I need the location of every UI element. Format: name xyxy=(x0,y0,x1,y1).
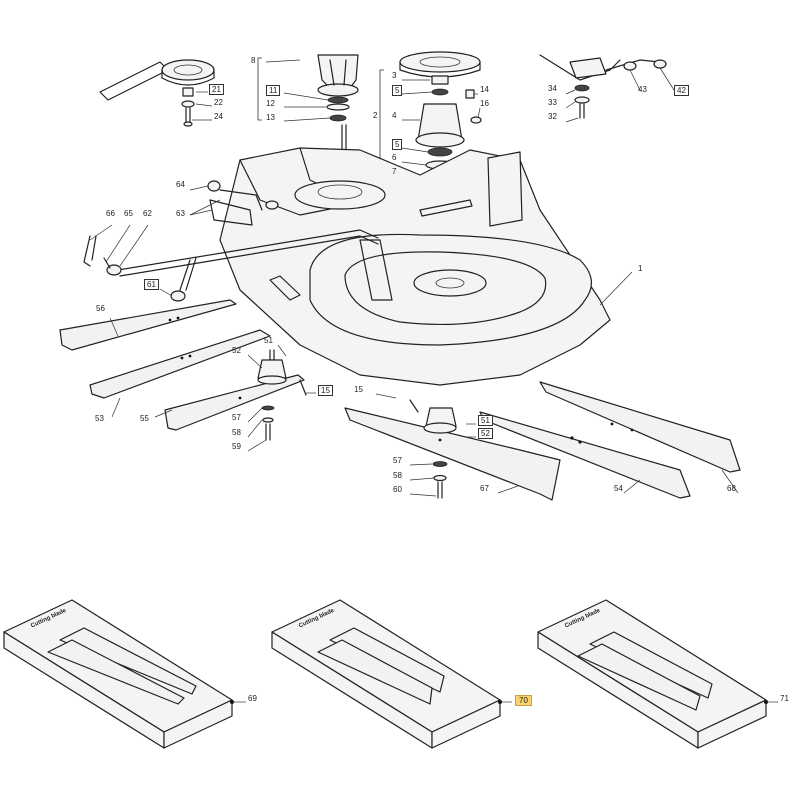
callout-5: 5 xyxy=(392,85,403,96)
callout-69: 69 xyxy=(248,694,257,703)
callout-53: 53 xyxy=(95,414,104,423)
callout-7: 7 xyxy=(392,167,397,176)
callout-61: 61 xyxy=(144,279,159,290)
callout-65: 65 xyxy=(124,209,133,218)
right-blades xyxy=(344,381,741,501)
right-idler xyxy=(539,54,675,123)
blade-kit-70 xyxy=(271,599,512,749)
callout-16: 16 xyxy=(480,99,489,108)
right-blade-hub xyxy=(409,399,476,499)
callout-56: 56 xyxy=(96,304,105,313)
callout-13: 13 xyxy=(266,113,275,122)
callout-58: 58 xyxy=(393,471,402,480)
mower-deck xyxy=(219,147,633,386)
blade-kit-71 xyxy=(537,599,778,749)
callout-58: 58 xyxy=(232,428,241,437)
callout-70: 70 xyxy=(515,695,532,706)
callout-66: 66 xyxy=(106,209,115,218)
callout-33: 33 xyxy=(548,98,557,107)
callout-51: 51 xyxy=(478,415,493,426)
callout-8: 8 xyxy=(251,56,256,65)
lift-linkage xyxy=(83,180,379,302)
callout-12: 12 xyxy=(266,99,275,108)
callout-43: 43 xyxy=(638,85,647,94)
callout-64: 64 xyxy=(176,180,185,189)
callout-22: 22 xyxy=(214,98,223,107)
callout-57: 57 xyxy=(232,413,241,422)
callout-11: 11 xyxy=(266,85,281,96)
callout-60: 60 xyxy=(393,485,402,494)
callout-3: 3 xyxy=(392,71,397,80)
callout-67: 67 xyxy=(480,484,489,493)
left-blade-hub xyxy=(247,344,316,452)
blade-kit-69 xyxy=(3,599,246,749)
callout-51: 51 xyxy=(264,336,273,345)
left-spindle xyxy=(283,54,359,151)
callout-32: 32 xyxy=(548,112,557,121)
callout-62: 62 xyxy=(143,209,152,218)
center-spindle xyxy=(399,51,482,193)
callout-59: 59 xyxy=(232,442,241,451)
callout-71: 71 xyxy=(780,694,789,703)
bracket-8 xyxy=(257,57,301,121)
callout-1: 1 xyxy=(638,264,643,273)
callout-5: 5 xyxy=(392,139,403,150)
callout-34: 34 xyxy=(548,84,557,93)
callout-68: 68 xyxy=(727,484,736,493)
callout-42: 42 xyxy=(674,85,689,96)
callout-6: 6 xyxy=(392,153,397,162)
callout-24: 24 xyxy=(214,112,223,121)
callout-52: 52 xyxy=(232,346,241,355)
callout-54: 54 xyxy=(614,484,623,493)
callout-4: 4 xyxy=(392,111,397,120)
callout-55: 55 xyxy=(140,414,149,423)
callout-52: 52 xyxy=(478,428,493,439)
callout-63: 63 xyxy=(176,209,185,218)
left-pulley-assembly xyxy=(99,59,215,127)
callout-15: 15 xyxy=(354,385,363,394)
callout-15: 15 xyxy=(318,385,333,396)
left-blades xyxy=(59,299,305,431)
callout-21: 21 xyxy=(209,84,224,95)
callout-57: 57 xyxy=(393,456,402,465)
callout-14: 14 xyxy=(480,85,489,94)
callout-2: 2 xyxy=(373,111,378,120)
